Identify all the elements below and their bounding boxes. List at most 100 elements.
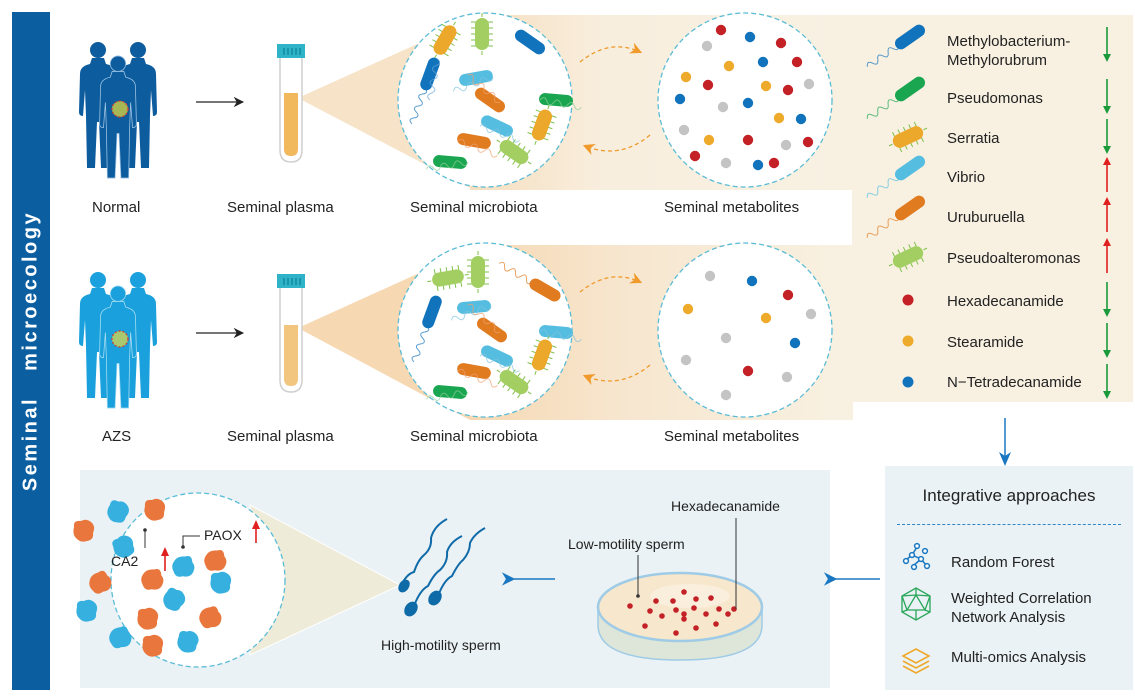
integrative-approaches-panel: Integrative approaches Random Forest Wei… bbox=[885, 466, 1133, 690]
hexadecanamide-dot bbox=[642, 623, 648, 629]
protein-label-ca2: CA2 bbox=[111, 553, 139, 569]
metabolite-dots-normal bbox=[674, 24, 815, 171]
legend-icon-methylobacterium bbox=[866, 24, 926, 67]
bacterium-uruburuella bbox=[498, 261, 561, 302]
metabolite-dot-blue bbox=[746, 275, 758, 287]
paox-up-arrowhead bbox=[252, 520, 260, 529]
bacterium-uruburuella bbox=[457, 363, 491, 379]
plasma-label-normal: Seminal plasma bbox=[227, 199, 334, 216]
legend-icons bbox=[866, 24, 1111, 399]
legend-item-methylobacterium: Methylobacterium- Methylorubrum bbox=[947, 32, 1070, 70]
trend-up-arrowhead bbox=[1103, 197, 1111, 205]
metabolite-dot-gold bbox=[680, 71, 692, 83]
legend-item-hexadecanamide: Hexadecanamide bbox=[947, 293, 1064, 310]
method-label: Multi-omics Analysis bbox=[951, 649, 1087, 666]
metabolite-dot-gray bbox=[720, 332, 732, 344]
bacterium-vibrio bbox=[481, 115, 513, 137]
metabolite-dot-blue bbox=[742, 97, 754, 109]
bacterium-pseudoalteromonas bbox=[427, 264, 469, 292]
bacterium-serratia bbox=[527, 335, 557, 375]
hexadecanamide-dot bbox=[681, 589, 687, 595]
high-motility-sperm-icon bbox=[398, 518, 486, 617]
metabolite-dot-gold bbox=[723, 60, 735, 72]
protein-paox-blob bbox=[210, 571, 232, 594]
bacterium-methylobacterium bbox=[411, 295, 442, 363]
hexadecanamide-dot bbox=[673, 630, 679, 636]
metabolite-dot-gray bbox=[781, 371, 793, 383]
hexadecanamide-dot bbox=[731, 606, 737, 612]
legend-item-serratia: Serratia bbox=[947, 130, 1000, 147]
hexadecanamide-dot bbox=[693, 596, 699, 602]
metabolite-dot-blue bbox=[744, 31, 756, 43]
protein-ca2-blob bbox=[89, 570, 112, 594]
legend-icon-serratia bbox=[888, 121, 928, 153]
hexadecanamide-dot bbox=[681, 616, 687, 622]
legend-icon-uruburuella bbox=[866, 195, 926, 238]
protein-paox-blob bbox=[177, 631, 199, 653]
hexadecanamide-dots bbox=[627, 589, 737, 636]
cycle-arrow-back-top bbox=[582, 134, 651, 155]
bacterium-serratia bbox=[429, 21, 461, 59]
trend-down-arrowhead bbox=[1103, 146, 1111, 154]
metabolite-dot-gray bbox=[704, 270, 716, 282]
method-label-line2: Network Analysis bbox=[951, 609, 1066, 626]
protein-ca2-blob bbox=[142, 634, 164, 657]
legend-text-layer: Methylobacterium- Methylorubrum Pseudomo… bbox=[852, 15, 1133, 402]
bacterium-serratia bbox=[527, 105, 557, 145]
metabolite-dot-gold bbox=[760, 80, 772, 92]
protein-paox-blob bbox=[109, 626, 132, 649]
metabolite-dot-red bbox=[742, 365, 754, 377]
legend-item-pseudoalteromonas: Pseudoalteromonas bbox=[947, 250, 1081, 267]
protein-paox-blob bbox=[76, 599, 98, 622]
protein-ca2-blob bbox=[141, 568, 164, 590]
metabolite-dot-gold bbox=[773, 112, 785, 124]
group-label-normal: Normal bbox=[92, 199, 141, 216]
bacterium-vibrio bbox=[459, 70, 493, 86]
ca2-pointer-dot bbox=[143, 528, 147, 532]
test-tube-icon-normal bbox=[277, 44, 305, 163]
bacteria-cluster-azs bbox=[411, 251, 582, 401]
protein-paox-blob bbox=[112, 535, 135, 558]
metabolites-label-normal: Seminal metabolites bbox=[664, 199, 800, 216]
metabolite-dot-red bbox=[702, 79, 714, 91]
protein-blobs bbox=[73, 498, 232, 657]
protein-ca2-blob bbox=[144, 498, 166, 521]
metabolite-dot-gray bbox=[717, 101, 729, 113]
hexadecanamide-dot bbox=[659, 613, 665, 619]
paox-pointer bbox=[182, 535, 200, 547]
test-tube-icon-azs bbox=[277, 274, 305, 393]
metabolite-dot-red bbox=[802, 136, 814, 148]
legend-icon-stearamide bbox=[902, 335, 914, 347]
microbiota-label-normal: Seminal microbiota bbox=[410, 199, 538, 216]
icosahedron-network-icon bbox=[901, 587, 931, 621]
method-label: Random Forest bbox=[951, 554, 1055, 571]
protein-paox-blob bbox=[172, 555, 195, 577]
metabolite-dot-blue bbox=[674, 93, 686, 105]
protein-ca2-blob bbox=[204, 549, 227, 571]
method-wgcna: Weighted Correlation Network Analysis bbox=[951, 589, 1092, 627]
metabolite-dot-gold bbox=[682, 303, 694, 315]
protein-paox-blob bbox=[163, 587, 186, 611]
metabolite-dot-gold bbox=[703, 134, 715, 146]
bacterium-pseudoalteromonas bbox=[467, 251, 489, 293]
trend-down-arrowhead bbox=[1103, 106, 1111, 114]
legend-item-pseudomonas: Pseudomonas bbox=[947, 90, 1043, 107]
metabolite-dot-red bbox=[689, 150, 701, 162]
trend-down-arrowhead bbox=[1103, 350, 1111, 358]
paox-pointer-dot bbox=[181, 545, 185, 549]
metabolite-dot-gray bbox=[720, 157, 732, 169]
cycle-arrow-forward-top bbox=[579, 42, 643, 63]
hexadecanamide-dot bbox=[681, 611, 687, 617]
ca2-up-arrowhead bbox=[161, 547, 169, 556]
metabolite-dot-gray bbox=[805, 308, 817, 320]
hexadecanamide-dot bbox=[713, 621, 719, 627]
method-random-forest: Random Forest bbox=[951, 553, 1054, 572]
metabolite-dot-blue bbox=[789, 337, 801, 349]
dashed-divider bbox=[897, 524, 1121, 525]
protein-paox-blob bbox=[107, 500, 129, 523]
integrative-title: Integrative approaches bbox=[922, 486, 1096, 505]
hexadecanamide-dot bbox=[670, 598, 676, 604]
bacterium-vibrio bbox=[457, 300, 491, 314]
hexadecanamide-dot bbox=[703, 611, 709, 617]
hexadecanamide-dot bbox=[673, 607, 679, 613]
